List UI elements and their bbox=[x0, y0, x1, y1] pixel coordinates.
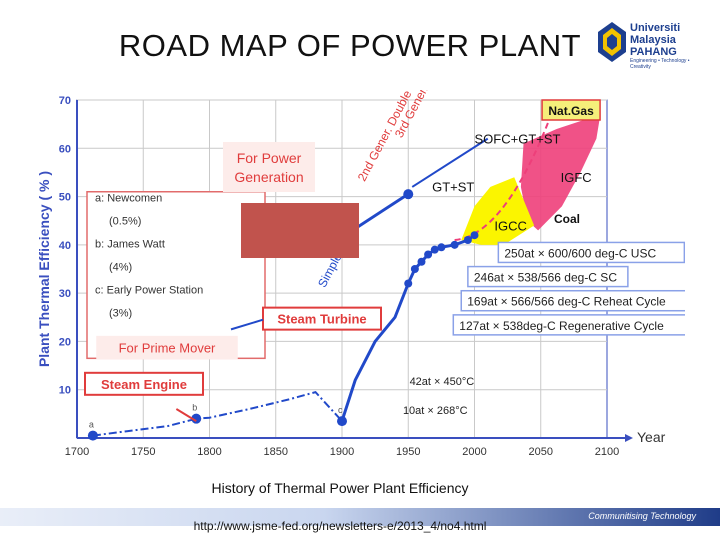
power-gen-bg bbox=[223, 142, 315, 192]
igcc-label: IGCC bbox=[494, 218, 527, 233]
series-point bbox=[463, 236, 472, 245]
nat-gas-label-box bbox=[541, 99, 601, 121]
y-tick-label: 70 bbox=[59, 95, 71, 107]
logo-line-2: Malaysia bbox=[630, 34, 676, 46]
period-legend-item: (0.5%) bbox=[109, 215, 141, 227]
steam-condition-label: 169at × 566/566 deg-C Reheat Cycle bbox=[467, 295, 666, 309]
series-point bbox=[450, 240, 459, 249]
milestone-label: a bbox=[89, 420, 94, 430]
steam-condition-label: 10at × 268°C bbox=[403, 405, 468, 417]
sofc-region bbox=[520, 114, 601, 231]
logo-line-1: Universiti bbox=[630, 22, 681, 34]
steam-condition-label: 246at × 538/566 deg-C SC bbox=[474, 271, 617, 285]
footer-tagline: Communitising Technology bbox=[588, 511, 696, 521]
milestone-point bbox=[191, 413, 202, 424]
for-power-generation-line2: Generation bbox=[234, 169, 303, 185]
x-tick-label: 1950 bbox=[396, 446, 420, 458]
igfc-label: IGFC bbox=[561, 170, 592, 185]
igcc-region bbox=[461, 177, 535, 245]
milestone-label: b bbox=[192, 403, 197, 413]
milestone-label: c bbox=[338, 405, 343, 415]
series-point bbox=[470, 231, 479, 240]
sofc-arrow bbox=[411, 137, 489, 188]
steam-condition-box bbox=[467, 265, 629, 288]
steam-condition-label: 42at × 450°C bbox=[410, 376, 475, 388]
y-tick-label: 50 bbox=[59, 192, 71, 204]
x-tick-label: 1900 bbox=[330, 446, 354, 458]
steam-turbine-label-box bbox=[262, 306, 382, 331]
university-logo: Universiti Malaysia PAHANG Engineering •… bbox=[598, 20, 708, 70]
series-point bbox=[437, 243, 446, 252]
x-tick-label: 1850 bbox=[264, 446, 288, 458]
for-prime-mover: For Prime Mover bbox=[119, 341, 216, 356]
period-legend-item: c: Early Power Station bbox=[95, 284, 203, 296]
redaction-block bbox=[241, 203, 359, 258]
series-point bbox=[404, 279, 413, 288]
y-tick-label: 30 bbox=[59, 288, 71, 300]
steam-turbine-label: Steam Turbine bbox=[277, 312, 366, 327]
logo-line-3: PAHANG bbox=[630, 46, 677, 58]
for-prime-mover-box bbox=[96, 335, 238, 360]
chart-caption: History of Thermal Power Plant Efficienc… bbox=[211, 480, 469, 496]
y-tick-label: 60 bbox=[59, 143, 71, 155]
x-axis-label: Year bbox=[637, 429, 666, 445]
x-tick-label: 1750 bbox=[131, 446, 155, 458]
x-tick-label: 1800 bbox=[197, 446, 221, 458]
series-point bbox=[417, 257, 426, 266]
series-line-1 bbox=[92, 391, 343, 437]
steam-engine-label: Steam Engine bbox=[101, 377, 187, 392]
for-power-generation-line1: For Power bbox=[237, 150, 302, 166]
logo-tagline: Engineering • Technology • Creativity bbox=[630, 58, 690, 70]
y-tick-label: 20 bbox=[59, 336, 71, 348]
x-axis-arrow bbox=[625, 434, 633, 442]
crest-icon bbox=[598, 22, 626, 62]
steam-engine-label-box bbox=[84, 371, 204, 396]
milestone-point bbox=[337, 416, 347, 427]
steam-condition-box bbox=[497, 241, 686, 264]
engine-pointer bbox=[175, 408, 197, 422]
x-tick-label: 1700 bbox=[65, 446, 89, 458]
source-url[interactable]: http://www.jsme-fed.org/newsletters-e/20… bbox=[193, 519, 487, 533]
x-tick-label: 2000 bbox=[462, 446, 486, 458]
x-tick-label: 2050 bbox=[529, 446, 553, 458]
coal-label: Coal bbox=[554, 212, 580, 226]
nat-gas-label: Nat.Gas bbox=[548, 104, 594, 118]
period-legend-item: a: Newcomen bbox=[95, 192, 162, 204]
y-tick-label: 40 bbox=[59, 240, 71, 252]
series-point bbox=[430, 245, 439, 254]
steam-condition-label: 127at × 538deg-C Regenerative Cycle bbox=[459, 319, 664, 333]
y-tick-label: 10 bbox=[59, 385, 71, 397]
slide-title: ROAD MAP OF POWER PLANT bbox=[118, 28, 582, 63]
turbine-pointer bbox=[230, 318, 264, 331]
series-point bbox=[424, 250, 433, 259]
steam-condition-label: 250at × 600/600 deg-C USC bbox=[504, 246, 656, 260]
footer-bar bbox=[0, 508, 720, 526]
period-legend-item: (3%) bbox=[109, 307, 132, 319]
period-legend-box bbox=[86, 190, 266, 360]
series-point bbox=[410, 265, 419, 273]
y-axis-label: Plant Thermal Efficiency ( % ) bbox=[36, 171, 52, 367]
gt-trend-point bbox=[403, 189, 414, 200]
gt-st-label: GT+ST bbox=[432, 180, 474, 195]
milestone-point bbox=[87, 430, 98, 441]
sofc-label: SOFC+GT+ST bbox=[475, 131, 561, 146]
x-tick-label: 2100 bbox=[595, 446, 619, 458]
period-legend-item: (4%) bbox=[109, 261, 132, 273]
period-legend-item: b: James Watt bbox=[95, 238, 165, 250]
